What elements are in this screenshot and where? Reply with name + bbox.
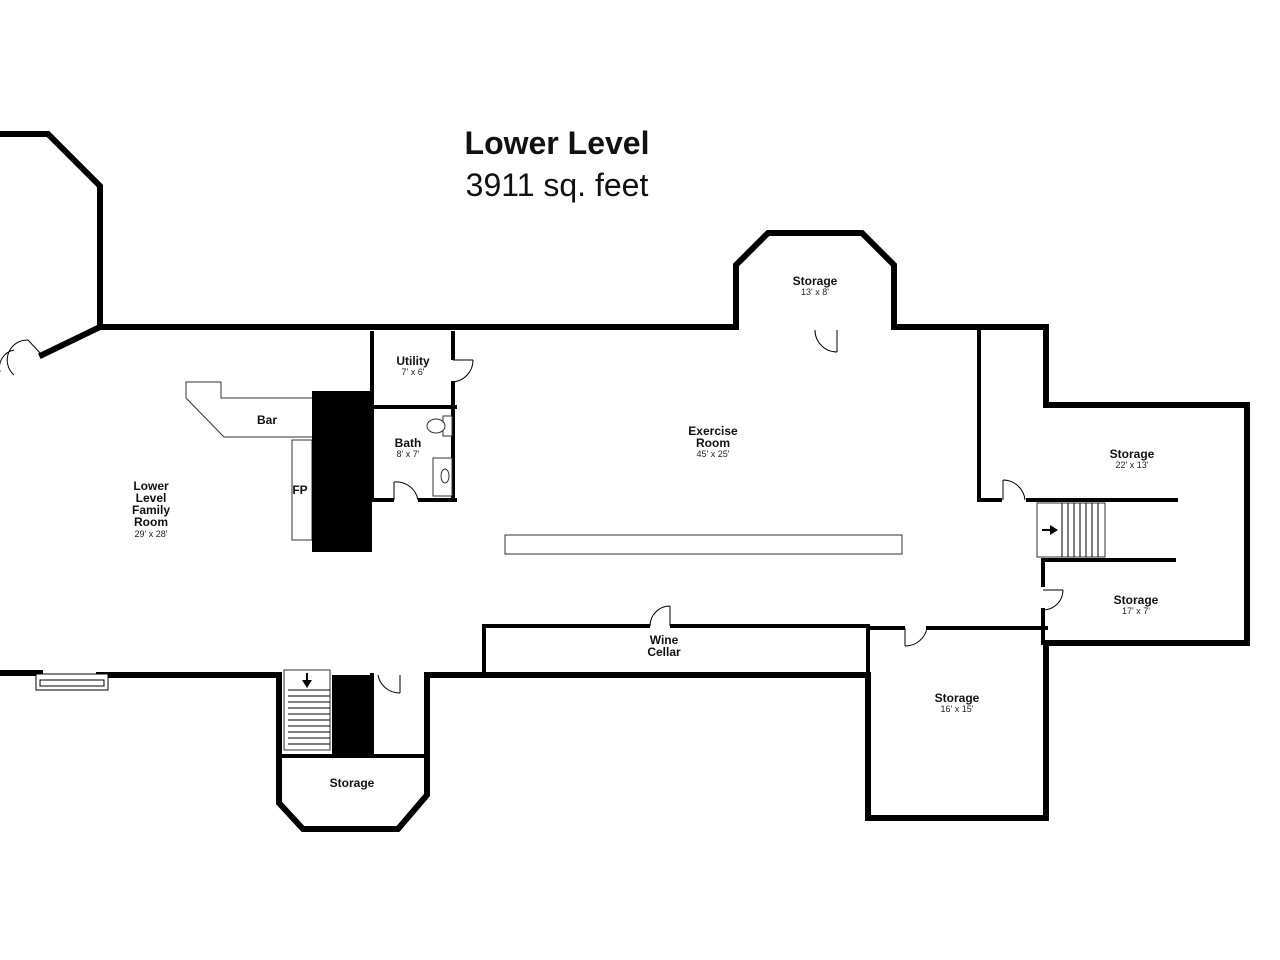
room-label-line: Room (696, 436, 730, 450)
room-exercise: Exercise Room 45' x 25' (688, 424, 738, 459)
room-label-line: Family (132, 503, 170, 517)
room-bath: Bath 8' x 7' (395, 436, 422, 459)
room-dims: 16' x 15' (941, 704, 974, 714)
sink-icon (432, 457, 453, 497)
room-label-bar: Bar (257, 413, 277, 427)
room-dims: 29' x 28' (135, 529, 168, 539)
room-label: Utility (396, 354, 430, 368)
room-label-line: Lower (133, 479, 169, 493)
room-dims: 13' x 8' (801, 287, 829, 297)
plan-title: Lower Level (465, 125, 650, 161)
room-label: Storage (1114, 593, 1159, 607)
room-label-line: Wine (650, 633, 679, 647)
room-family: Lower Level Family Room 29' x 28' (132, 479, 170, 539)
exercise-bar-counter (504, 534, 903, 555)
room-label: Bath (395, 436, 422, 450)
room-label-line: Exercise (688, 424, 738, 438)
room-storage-bottom-left: Storage (330, 776, 375, 790)
arrow-right-icon (1042, 525, 1058, 535)
bar-counter (185, 381, 314, 438)
arrow-down-icon (302, 673, 312, 688)
room-dims: 22' x 13' (1116, 460, 1149, 470)
plan-area: 3911 sq. feet (466, 167, 649, 203)
room-label-line: Cellar (647, 645, 681, 659)
room-label-line: Level (136, 491, 167, 505)
room-storage-right-lower: Storage 17' x 7' (1114, 593, 1159, 616)
room-storage-right-upper: Storage 22' x 13' (1110, 447, 1155, 470)
room-utility: Utility 7' x 6' (396, 354, 430, 377)
room-label: Storage (1110, 447, 1155, 461)
stair-landing (332, 675, 372, 756)
fireplace-chimney (312, 391, 372, 552)
room-label: Storage (793, 274, 838, 288)
window (35, 673, 109, 691)
room-dims: 45' x 25' (697, 449, 730, 459)
room-label: Storage (935, 691, 980, 705)
room-dims: 7' x 6' (402, 367, 425, 377)
room-label-line: Room (134, 515, 168, 529)
room-dims: 8' x 7' (397, 449, 420, 459)
interior-walls (277, 328, 1178, 758)
room-storage-bottom-right: Storage 16' x 15' (935, 691, 980, 714)
room-label-fireplace: FP (292, 483, 307, 497)
room-label: Storage (330, 776, 375, 790)
toilet-icon (426, 415, 453, 437)
room-dims: 17' x 7' (1122, 606, 1150, 616)
room-wine-cellar: Wine Cellar (647, 633, 681, 659)
doors (0, 329, 1064, 694)
room-storage-top: Storage 13' x 8' (793, 274, 838, 297)
exterior-walls (0, 131, 1250, 832)
